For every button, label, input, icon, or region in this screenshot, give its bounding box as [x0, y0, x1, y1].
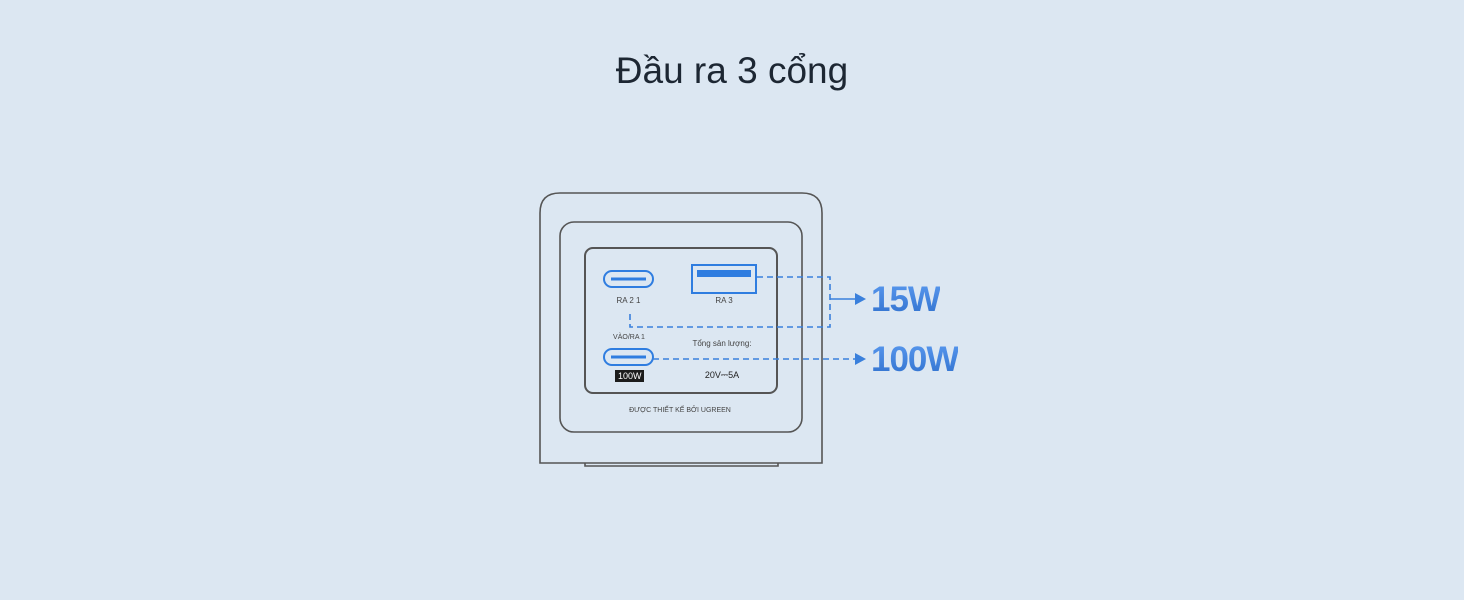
designed-by-label: ĐƯỢC THIẾT KẾ BỞI UGREEN	[629, 407, 731, 414]
total-output-label: Tổng sản lượng:	[692, 339, 752, 348]
port-label-ra1: VÀO/RA 1	[613, 334, 645, 341]
device-base	[584, 463, 779, 467]
port-badge-100w: 100W	[615, 370, 644, 382]
page-title: Đầu ra 3 cổng	[615, 50, 849, 91]
usb-c-port-2	[603, 270, 654, 288]
callout-15w: 15W	[871, 280, 941, 319]
connector-lines	[629, 276, 855, 360]
arrow-icon	[830, 293, 866, 365]
port-label-ra2: RA 2 1	[616, 296, 641, 305]
total-output-value: 20V⎓5A	[704, 370, 740, 380]
port-label-ra3: RA 3	[715, 296, 733, 305]
usb-c-port-1	[603, 348, 654, 366]
usb-a-port-3	[691, 264, 757, 294]
device-body	[539, 192, 823, 464]
callout-100w: 100W	[871, 340, 959, 379]
port-panel	[584, 247, 778, 394]
